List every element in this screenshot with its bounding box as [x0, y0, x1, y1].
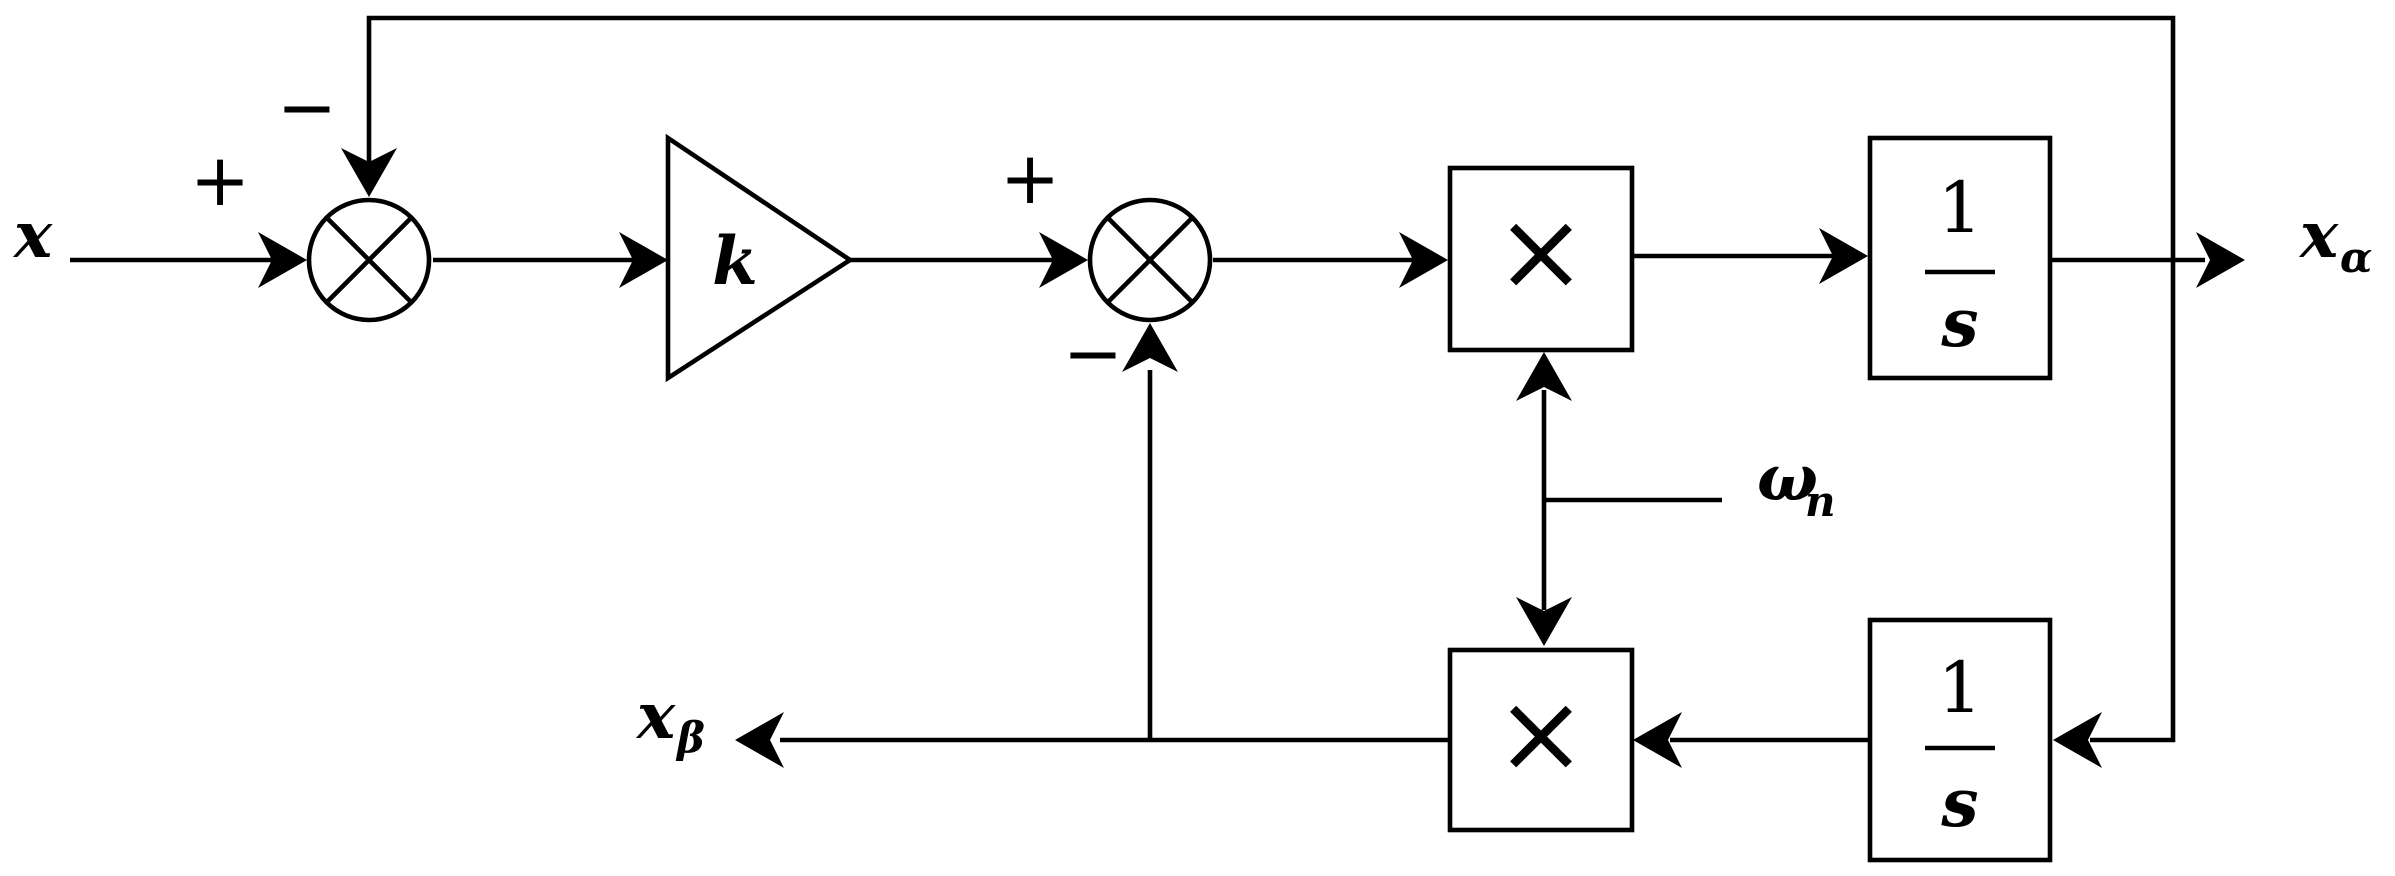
integrator-1-box: [1867, 135, 2053, 381]
integrator-1-numerator: 1: [1938, 167, 1983, 249]
multiplier-2-box: [1447, 647, 1635, 833]
arrow-into-mult1-left: [1399, 232, 1448, 288]
sum1-cross-b: [325, 216, 413, 304]
multiplier-2-symbol: ×: [1495, 669, 1587, 797]
arrow-into-int1: [1819, 228, 1868, 284]
omega-n-label: ω n: [1757, 441, 1836, 526]
arrow-into-gain: [619, 232, 668, 288]
arrow-into-mult2-right: [1633, 712, 1682, 768]
arrow-x-beta-out: [735, 712, 784, 768]
sum1-minus-sign: −: [277, 65, 337, 149]
integrator-2-numerator: 1: [1938, 647, 1983, 729]
sum2-minus-sign: −: [1063, 311, 1123, 395]
sum1-plus-sign: +: [190, 138, 250, 222]
outer-feedback-wire: [366, 15, 2176, 260]
x-beta-base: x: [635, 679, 676, 754]
arrow-into-sum1-top: [341, 148, 397, 197]
input-x-label: x: [12, 198, 53, 273]
sum2-cross-b: [1106, 216, 1194, 304]
x-alpha-subscript: α: [2340, 233, 2372, 282]
arrow-into-mult2-top: [1516, 597, 1572, 646]
gain-triangle: [665, 133, 855, 383]
summing-junction-2: [1087, 197, 1213, 323]
multiplier-1-symbol: ×: [1495, 187, 1587, 315]
arrow-into-int2: [2053, 712, 2102, 768]
summing-junction-1: [306, 197, 432, 323]
gain-k-label: k: [712, 222, 758, 300]
arrow-x-alpha-out: [2196, 232, 2245, 288]
x-beta-label: x β: [635, 679, 705, 762]
x-alpha-base: x: [2298, 198, 2339, 273]
int2-input-wire: [2090, 260, 2176, 743]
arrow-into-mult1-bottom: [1516, 352, 1572, 401]
arrow-into-sum2-left: [1039, 232, 1088, 288]
x-beta-subscript: β: [675, 713, 705, 762]
integrator-2-box: [1867, 617, 2053, 863]
multiplier-1-box: [1447, 165, 1635, 353]
x-alpha-label: x α: [2298, 198, 2372, 282]
arrow-into-sum1-left: [258, 232, 307, 288]
integrator-2-denominator: s: [1940, 764, 1978, 842]
omega-base: ω: [1757, 441, 1818, 516]
sum2-plus-sign: +: [1000, 136, 1060, 220]
omega-subscript: n: [1805, 477, 1836, 526]
integrator-1-denominator: s: [1940, 284, 1978, 362]
gain-block: [665, 133, 855, 383]
arrow-into-sum2-bottom: [1122, 323, 1178, 372]
